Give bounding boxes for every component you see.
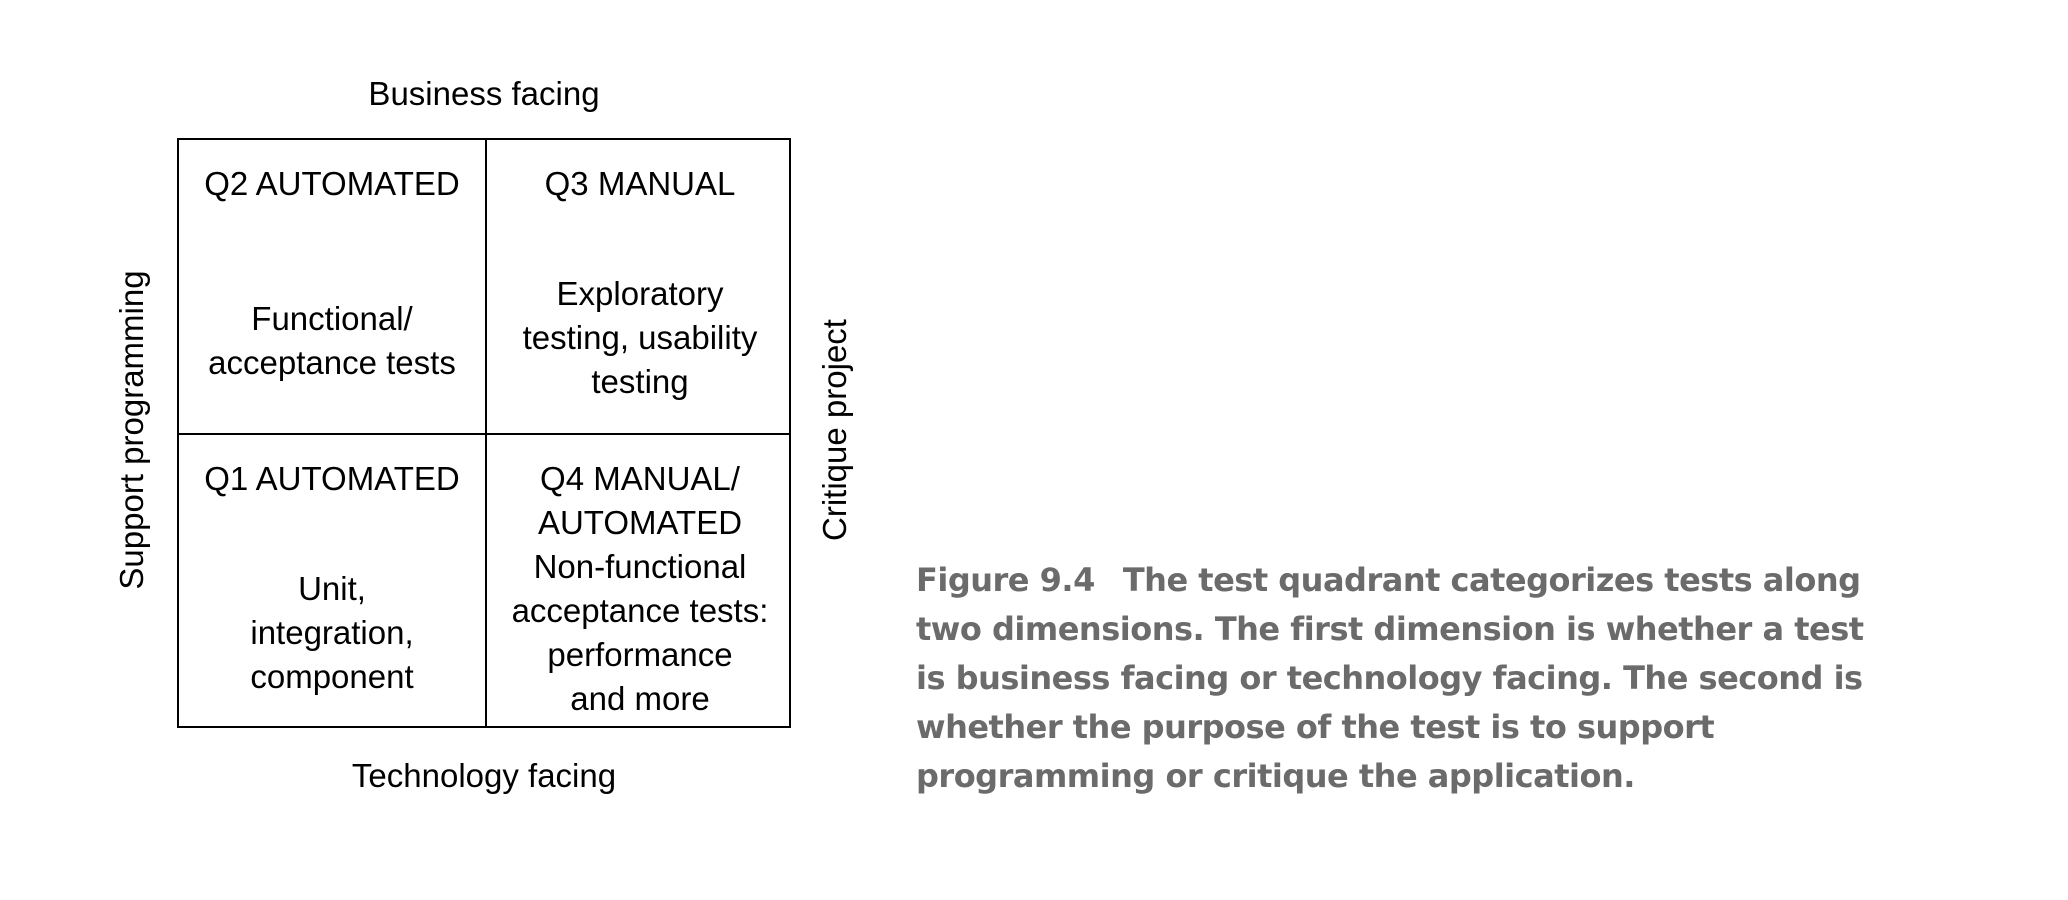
- quadrant-q4-body-line: acceptance tests:: [511, 592, 769, 629]
- figure-caption-text: The test quadrant categorizes tests alon…: [1122, 561, 1861, 599]
- quadrant-q3-body-line: testing: [591, 363, 689, 400]
- quadrant-q3-body-line: Exploratory: [556, 275, 724, 312]
- axis-label-business-facing: Business facing: [368, 75, 600, 112]
- horizontal-divider: [179, 433, 789, 435]
- quadrant-q2-body-line: Functional/: [251, 300, 413, 337]
- quadrant-q1-title: Q1 AUTOMATED: [204, 460, 460, 497]
- figure-caption-line: is business facing or technology facing.…: [916, 659, 1863, 697]
- quadrant-q4-title-line: Q4 MANUAL/: [540, 460, 740, 497]
- quadrant-q3-title: Q3 MANUAL: [544, 165, 736, 202]
- quadrant-q1: Q1 AUTOMATED Unit, integration, componen…: [179, 435, 485, 728]
- test-quadrant-grid: Q2 AUTOMATED Functional/ acceptance test…: [177, 138, 791, 728]
- quadrant-q1-body-line: Unit,: [298, 570, 366, 607]
- figure-caption-line: programming or critique the application.: [916, 757, 1635, 795]
- quadrant-q2-body: Functional/ acceptance tests: [179, 297, 485, 385]
- quadrant-q4-title: Q4 MANUAL/ AUTOMATED: [487, 457, 793, 545]
- figure-caption-line: two dimensions. The first dimension is w…: [916, 610, 1864, 648]
- quadrant-q4-body-line: Non-functional: [533, 548, 747, 585]
- quadrant-q4-body-line: and more: [570, 680, 710, 717]
- quadrant-q3-body-line: testing, usability: [522, 319, 758, 356]
- quadrant-q1-body-line: component: [250, 658, 414, 695]
- axis-label-technology-facing: Technology facing: [351, 757, 617, 794]
- quadrant-q4-body-line: performance: [547, 636, 733, 673]
- figure-caption-line: Figure 9.4 The test quadrant categorizes …: [916, 556, 1936, 605]
- quadrant-q1-body: Unit, integration, component: [179, 567, 485, 699]
- quadrant-q2-title: Q2 AUTOMATED: [204, 165, 460, 202]
- quadrant-q3: Q3 MANUAL Exploratory testing, usability…: [487, 140, 793, 433]
- quadrant-q2-body-line: acceptance tests: [208, 344, 456, 381]
- figure-caption-line: whether the purpose of the test is to su…: [916, 708, 1715, 746]
- quadrant-q4-body: Non-functional acceptance tests: perform…: [487, 545, 793, 721]
- quadrant-q4: Q4 MANUAL/ AUTOMATED Non-functional acce…: [487, 435, 793, 728]
- quadrant-q1-body-line: integration,: [250, 614, 414, 651]
- figure-caption: Figure 9.4 The test quadrant categorizes …: [916, 556, 1936, 801]
- axis-label-critique-project: Critique project: [816, 319, 853, 541]
- figure-caption-label: Figure 9.4: [916, 561, 1095, 599]
- quadrant-q4-title-line: AUTOMATED: [537, 504, 743, 541]
- quadrant-q2: Q2 AUTOMATED Functional/ acceptance test…: [179, 140, 485, 433]
- axis-label-support-programming: Support programming: [113, 270, 150, 590]
- quadrant-q3-body: Exploratory testing, usability testing: [487, 272, 793, 404]
